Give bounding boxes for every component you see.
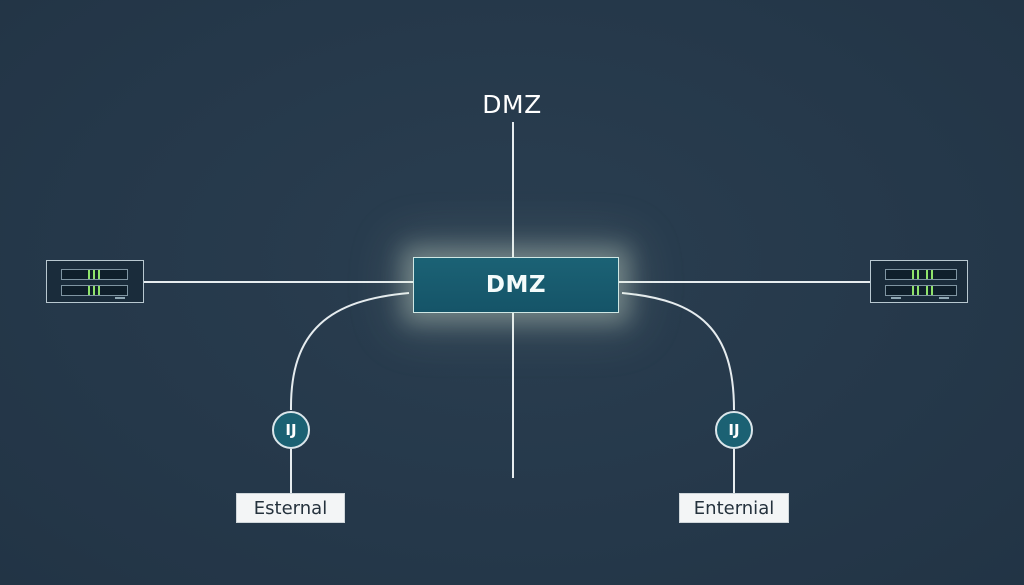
server-right[interactable] — [870, 260, 968, 303]
server-left[interactable] — [46, 260, 144, 303]
zone-label-left: Esternal — [236, 493, 345, 523]
diagram-title: DMZ — [482, 90, 542, 119]
zone-label-right: Enternial — [679, 493, 789, 523]
zone-label-left-text: Esternal — [253, 497, 328, 519]
dmz-box-label: DMZ — [485, 272, 547, 298]
curve-right — [621, 292, 735, 411]
node-left-label: IJ — [285, 421, 297, 439]
node-right-label: IJ — [728, 421, 740, 439]
node-right[interactable]: IJ — [715, 411, 753, 449]
dmz-box[interactable]: DMZ — [413, 257, 619, 313]
zone-label-right-text: Enternial — [693, 497, 775, 519]
curve-left — [289, 292, 410, 411]
node-left[interactable]: IJ — [272, 411, 310, 449]
